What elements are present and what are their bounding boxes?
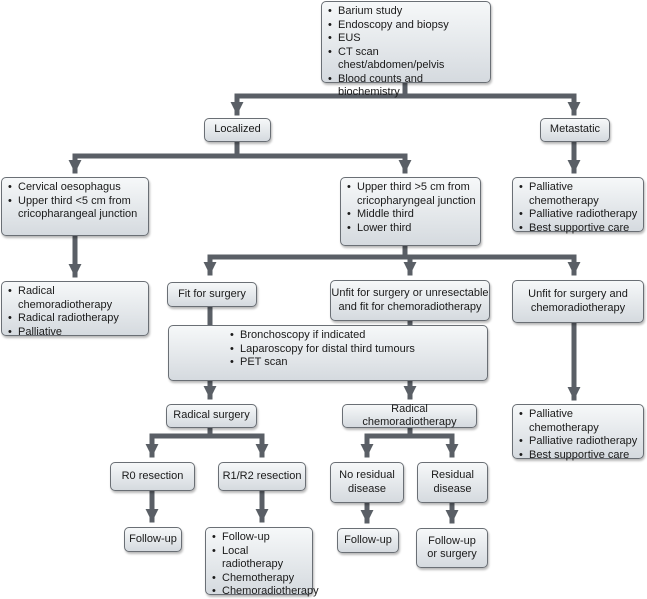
- residual-label: Residual disease: [431, 469, 474, 495]
- workup-item: CT scan chest/abdomen/pelvis: [327, 46, 486, 73]
- metastatic-treatment-box: Palliative chemotherapy Palliative radio…: [512, 177, 644, 235]
- followup-r0-label: Follow-up: [129, 532, 177, 545]
- followup-r0-box: Follow-up: [124, 527, 182, 552]
- cervical-box: Cervical oesophagus Upper third <5 cm fr…: [1, 177, 149, 236]
- fit-surgery-box: Fit for surgery: [167, 282, 257, 307]
- radical-chemo-label: Radical chemoradiotherapy: [362, 402, 457, 429]
- followup-r1r2-item: Follow-up: [211, 531, 308, 545]
- metastatic-treatment-item: Palliative chemotherapy: [518, 181, 639, 208]
- unfit-chemo-label: Unfit for surgery or unresectable and fi…: [331, 287, 489, 313]
- unfit-chemo-box: Unfit for surgery or unresectable and fi…: [330, 280, 490, 321]
- followup-r1r2-box: Follow-up Local radiotherapy Chemotherap…: [205, 527, 319, 598]
- radical-chemo-box: Radical chemoradiotherapy: [342, 402, 477, 429]
- cervical-item: Cervical oesophagus: [7, 181, 144, 195]
- staging-item: Laparoscopy for distal third tumours: [229, 343, 483, 357]
- r1r2-box: R1/R2 resection: [218, 462, 306, 491]
- workup-item: Barium study: [327, 5, 486, 19]
- cervical-treatment-item: Radical chemoradiotherapy: [7, 285, 144, 312]
- workup-item: EUS: [327, 32, 486, 46]
- no-residual-box: No residual disease: [330, 462, 404, 503]
- upper-lower-item: Upper third >5 cm from cricopharyngeal j…: [346, 181, 476, 208]
- staging-box: Bronchoscopy if indicated Laparoscopy fo…: [168, 325, 488, 381]
- metastatic-label: Metastatic: [549, 123, 601, 136]
- unfit-treatment-item: Palliative chemotherapy: [518, 408, 639, 435]
- r0-box: R0 resection: [110, 462, 195, 491]
- connector-chemo-split: [364, 424, 455, 439]
- workup-item: Blood counts and biochemistry: [327, 73, 486, 100]
- radical-surgery-label: Radical surgery: [173, 409, 250, 422]
- cervical-treatment-item: Palliative: [7, 326, 144, 340]
- residual-box: Residual disease: [417, 462, 488, 503]
- upper-lower-item: Middle third: [346, 208, 476, 222]
- unfit-treatment-item: Best supportive care: [518, 449, 639, 463]
- followup-r1r2-item: Chemotherapy: [211, 572, 308, 586]
- fit-surgery-label: Fit for surgery: [178, 287, 246, 300]
- r0-label: R0 resection: [121, 469, 184, 482]
- cervical-treatment-box: Radical chemoradiotherapy Radical radiot…: [1, 281, 149, 339]
- connector-surgery-split: [149, 424, 265, 439]
- followup-r1r2-item: Local radiotherapy: [211, 545, 308, 572]
- connector-localized-split: [72, 138, 408, 159]
- followup-res-box: Follow-up or surgery: [416, 528, 488, 568]
- unfit-treatment-box: Palliative chemotherapy Palliative radio…: [512, 404, 644, 462]
- no-residual-label: No residual disease: [339, 469, 395, 495]
- metastatic-treatment-item: Best supportive care: [518, 222, 639, 236]
- radical-surgery-box: Radical surgery: [166, 404, 257, 428]
- followup-r1r2-item: Chemoradiotherapy: [211, 585, 319, 599]
- staging-item: PET scan: [229, 356, 483, 370]
- workup-box: Barium study Endoscopy and biopsy EUS CT…: [321, 1, 491, 98]
- metastatic-treatment-item: Palliative radiotherapy: [518, 208, 639, 222]
- followup-res-label: Follow-up or surgery: [427, 534, 477, 561]
- staging-item: Bronchoscopy if indicated: [229, 329, 483, 343]
- upper-lower-item: Lower third: [346, 222, 476, 236]
- upper-lower-box: Upper third >5 cm from cricopharyngeal j…: [340, 177, 481, 246]
- unfit-both-label: Unfit for surgery and chemoradiotherapy: [528, 288, 628, 314]
- localized-label: Localized: [214, 123, 261, 136]
- localized-box: Localized: [204, 118, 271, 142]
- r1r2-label: R1/R2 resection: [222, 469, 302, 482]
- cervical-treatment-item: Radical radiotherapy: [7, 312, 144, 326]
- followup-nores-label: Follow-up: [344, 533, 392, 546]
- followup-nores-box: Follow-up: [337, 528, 399, 553]
- connector-upper-lower-split: [207, 243, 577, 260]
- unfit-treatment-item: Palliative radiotherapy: [518, 435, 639, 449]
- cervical-item: Upper third <5 cm from cricopharangeal j…: [7, 195, 144, 222]
- workup-item: Endoscopy and biopsy: [327, 19, 486, 33]
- metastatic-box: Metastatic: [540, 118, 610, 142]
- unfit-both-box: Unfit for surgery and chemoradiotherapy: [512, 280, 644, 323]
